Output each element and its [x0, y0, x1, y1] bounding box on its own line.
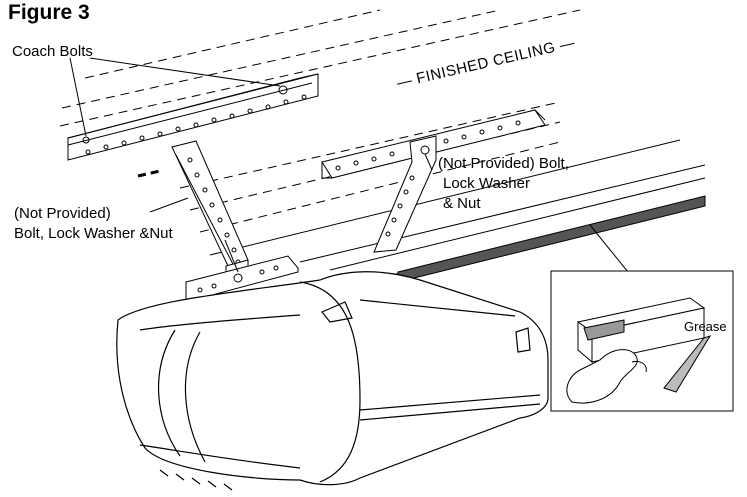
vent-slots — [159, 469, 233, 491]
left-bolt-label-line1: (Not Provided) — [14, 205, 111, 222]
left-bolt-label-line2: Bolt, Lock Washer &Nut — [14, 225, 174, 242]
leader-lines — [69, 57, 629, 273]
right-hanging-bracket — [321, 109, 546, 253]
grease-label: Grease — [684, 319, 727, 334]
grease-applicator-icon — [663, 335, 712, 393]
ceiling-edge-mark — [137, 169, 161, 178]
left-strap-holes — [187, 157, 241, 265]
top-bracket-holes — [85, 94, 307, 155]
coach-bolts-label: Coach Bolts — [12, 43, 93, 60]
right-bolt-label-line2: Lock Washer — [443, 175, 530, 192]
housing-light-lens — [321, 301, 353, 323]
figure-title-text: Figure 3 — [8, 1, 90, 24]
left-hanging-strap — [171, 140, 249, 289]
right-strap-holes — [385, 175, 415, 237]
opener-motor-unit — [116, 271, 549, 491]
hand-icon — [566, 349, 638, 404]
coach-bolt-left — [82, 136, 90, 144]
coach-bolt-right — [278, 85, 288, 95]
right-bolt-label-line1: (Not Provided) Bolt, — [438, 155, 569, 172]
housing-side-lens — [515, 327, 531, 353]
top-angle-bracket — [67, 73, 319, 161]
finished-ceiling-label: — FINISHED CEILING — — [395, 34, 577, 92]
right-bolt-label-line3: & Nut — [443, 195, 481, 212]
grease-detail-inset — [550, 270, 734, 412]
